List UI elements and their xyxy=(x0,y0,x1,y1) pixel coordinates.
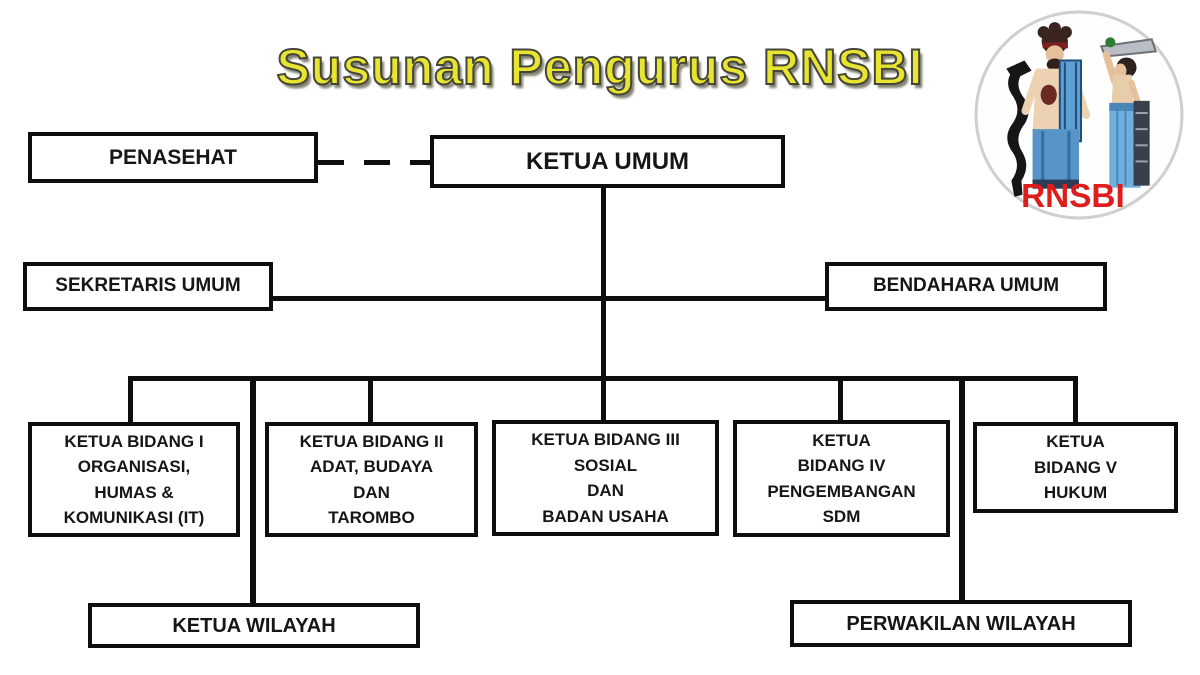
node-ketua-bidang-1: KETUA BIDANG I ORGANISASI, HUMAS & KOMUN… xyxy=(28,422,240,537)
connector-drop-bidang5 xyxy=(1073,376,1078,422)
page-title: Susunan Pengurus RNSBI xyxy=(275,38,924,96)
node-ketua-wilayah: KETUA WILAYAH xyxy=(88,603,420,648)
rnsbi-logo: RNSBI xyxy=(974,10,1184,220)
connector-drop-bidang1 xyxy=(128,376,133,422)
logo-figure-carrier-man xyxy=(1099,37,1158,188)
node-ketua-bidang-3: KETUA BIDANG III SOSIAL DAN BADAN USAHA xyxy=(492,420,719,536)
node-penasehat: PENASEHAT xyxy=(28,132,318,183)
connector-drop-ketua-wilayah xyxy=(250,376,256,603)
connector-drop-bidang4 xyxy=(838,376,843,420)
node-ketua-umum: KETUA UMUM xyxy=(430,135,785,188)
logo-figure-staff-man xyxy=(1006,22,1091,197)
node-perwakilan-wilayah: PERWAKILAN WILAYAH xyxy=(790,600,1132,647)
connector-drop-perwakilan xyxy=(959,376,965,600)
node-ketua-bidang-2: KETUA BIDANG II ADAT, BUDAYA DAN TAROMBO xyxy=(265,422,478,537)
node-ketua-bidang-4: KETUA BIDANG IV PENGEMBANGAN SDM xyxy=(733,420,950,537)
connector-ketua-umum-vertical xyxy=(601,188,606,420)
node-sekretaris-umum: SEKRETARIS UMUM xyxy=(23,262,273,311)
connector-branch-horizontal xyxy=(128,376,1078,381)
connector-dashed-penasehat-ketua xyxy=(318,160,432,165)
connector-drop-bidang2 xyxy=(368,376,373,422)
node-ketua-bidang-5: KETUA BIDANG V HUKUM xyxy=(973,422,1178,513)
connector-sekretaris-bendahara xyxy=(273,296,825,301)
logo-text: RNSBI xyxy=(1021,178,1125,215)
node-bendahara-umum: BENDAHARA UMUM xyxy=(825,262,1107,311)
